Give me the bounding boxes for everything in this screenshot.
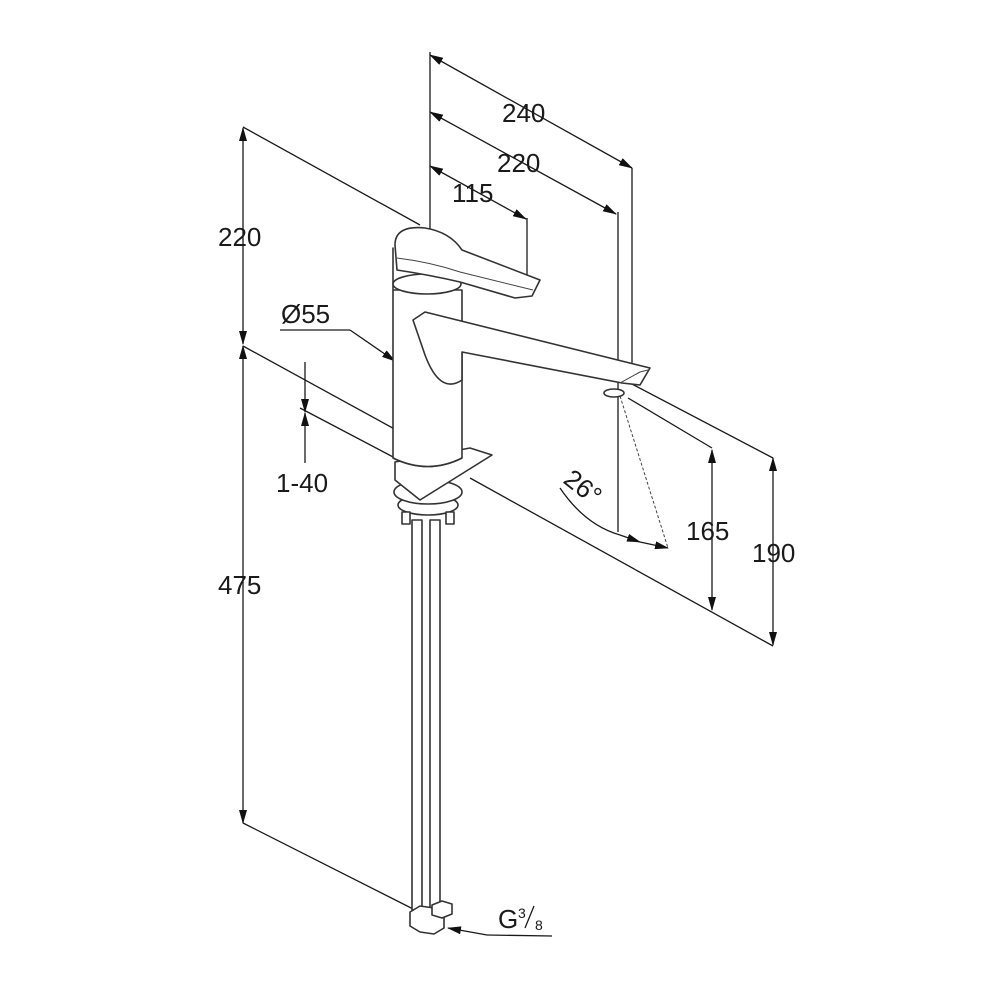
dimension-diameter-label: Ø55 [281, 299, 330, 329]
dimension-165: 165 [627, 397, 729, 611]
dimension-475: 475 [218, 345, 426, 916]
dimension-angle-label: 26° [558, 463, 607, 511]
dimension-190-label: 190 [752, 538, 795, 568]
thread-label-g: G [498, 904, 518, 934]
dimension-240-label: 240 [502, 98, 545, 128]
faucet-illustration [392, 226, 651, 935]
thread-fraction-numerator: 3 [518, 905, 526, 921]
dimension-diameter-55: Ø55 [280, 299, 396, 362]
dimension-220-reach-label: 220 [497, 148, 540, 178]
dimension-220-height: 220 [218, 126, 421, 345]
thread-fraction-denominator: 8 [535, 917, 543, 933]
dimension-220-height-label: 220 [218, 222, 261, 252]
dimension-475-label: 475 [218, 570, 261, 600]
dimension-1-40: 1-40 [242, 345, 401, 498]
dimension-26-degree: 26° [558, 395, 669, 550]
dimension-115: 115 [429, 165, 528, 285]
dimension-165-label: 165 [686, 516, 729, 546]
dimension-1-40-label: 1-40 [276, 468, 328, 498]
connection-thread-callout: G 3 8 [447, 904, 553, 937]
dimension-190: 190 [469, 381, 795, 647]
dimension-115-label: 115 [452, 178, 493, 208]
